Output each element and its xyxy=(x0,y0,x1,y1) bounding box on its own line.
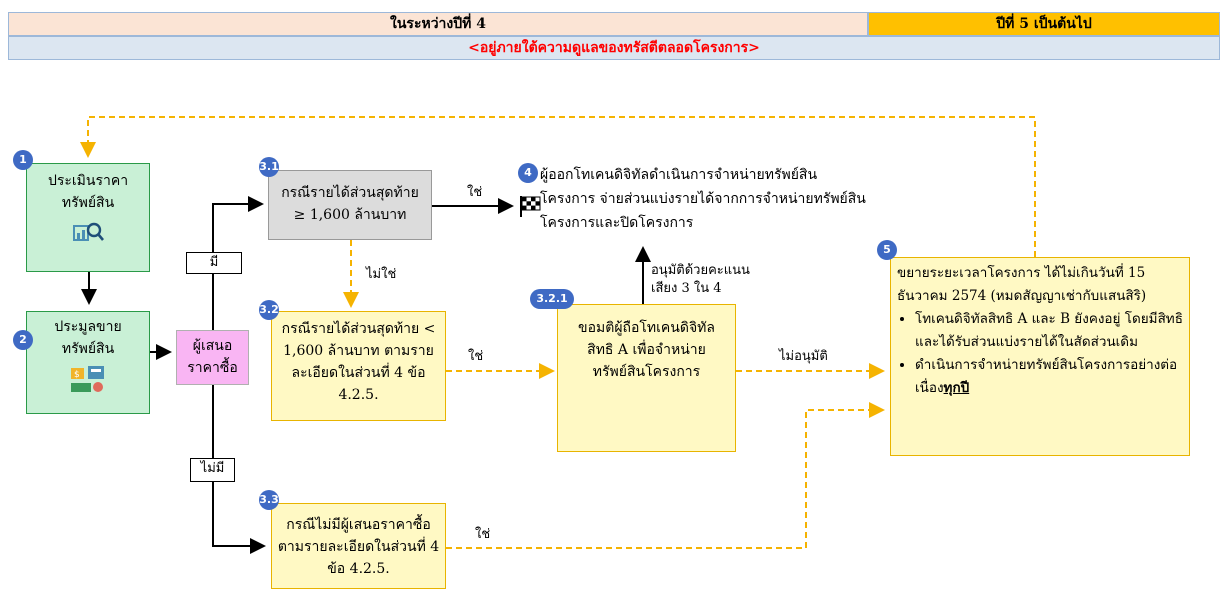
arrow-5-to-1 xyxy=(80,116,1036,257)
header-year4: ในระหว่างปีที่ 4 xyxy=(8,12,868,36)
node-3-2-income-low: กรณีรายได้ส่วนสุดท้าย < 1,600 ล้านบาท ตา… xyxy=(271,311,446,421)
badge-3-2-1: 3.2.1 xyxy=(530,289,574,309)
badge-3-3: 3.3 xyxy=(259,490,279,510)
arrow-bidder-to-33 xyxy=(212,385,266,554)
node-5-bullet-2: ดำเนินการจำหน่ายทรัพย์สินโครงการอย่างต่อ… xyxy=(915,354,1183,400)
node-3-2-text: กรณีรายได้ส่วนสุดท้าย < 1,600 ล้านบาท ตา… xyxy=(281,321,436,403)
trustee-note: <อยู่ภายใต้ความดูแลของทรัสตีตลอดโครงการ> xyxy=(8,36,1220,60)
node-3-2-1-vote: ขอมติผู้ถือโทเคนดิจิทัลสิทธิ A เพื่อจำหน… xyxy=(557,304,736,452)
label-approve: อนุมัติด้วยคะแนนเสียง 3 ใน 4 xyxy=(651,263,750,296)
label-yes-3-2: ใช่ xyxy=(468,349,484,364)
node-3-2-1-text: ขอมติผู้ถือโทเคนดิจิทัลสิทธิ A เพื่อจำหน… xyxy=(578,320,715,380)
checkered-flag-icon xyxy=(520,196,541,217)
node-1-appraise: ประเมินราคาทรัพย์สิน xyxy=(26,163,150,272)
badge-1: 1 xyxy=(13,150,33,170)
auction-icon: $ xyxy=(71,366,104,392)
label-disapprove: ไม่อนุมัติ xyxy=(779,349,828,364)
node-1-text: ประเมินราคาทรัพย์สิน xyxy=(47,173,129,211)
node-5-intro: ขยายระยะเวลาโครงการ ได้ไม่เกินวันที่ 15 … xyxy=(897,265,1147,304)
badge-5: 5 xyxy=(877,240,897,260)
bidder-text: ผู้เสนอราคาซื้อ xyxy=(187,338,238,376)
badge-3-1: 3.1 xyxy=(259,157,279,177)
label-no-bidder: ไม่มี xyxy=(190,458,235,482)
node-3-3-no-bidder: กรณีไม่มีผู้เสนอราคาซื้อ ตามรายละเอียดใน… xyxy=(271,503,446,589)
node-5-bullet-2-text: ดำเนินการจำหน่ายทรัพย์สินโครงการอย่างต่อ… xyxy=(915,357,1178,396)
badge-4: 4 xyxy=(518,163,538,183)
arrow-33-to-5 xyxy=(446,402,885,549)
node-4-sell-and-close: ผู้ออกโทเคนดิจิทัลดำเนินการจำหน่ายทรัพย์… xyxy=(540,167,866,231)
magnifier-chart-icon xyxy=(73,222,104,241)
bidder-box: ผู้เสนอราคาซื้อ xyxy=(176,330,249,385)
node-2-auction: ประมูลขายทรัพย์สิน $ xyxy=(26,311,150,414)
node-3-1-text: กรณีรายได้ส่วนสุดท้าย ≥ 1,600 ล้านบาท xyxy=(281,185,419,223)
label-has-bidder: มี xyxy=(186,252,242,274)
node-5-bullet-2-emph: ทุกปี xyxy=(943,380,970,396)
label-yes-3-3: ใช่ xyxy=(475,527,491,542)
header-year5: ปีที่ 5 เป็นต้นไป xyxy=(868,12,1220,36)
arrow-bidder-to-31 xyxy=(212,196,264,330)
node-5-extend: ขยายระยะเวลาโครงการ ได้ไม่เกินวันที่ 15 … xyxy=(890,257,1190,456)
node-5-bullet-1: โทเคนดิจิทัลสิทธิ A และ B ยังคงอยู่ โดยม… xyxy=(915,308,1183,354)
label-yes-3-1: ใช่ xyxy=(467,185,483,200)
badge-2: 2 xyxy=(13,330,33,350)
label-no-3-1: ไม่ใช่ xyxy=(366,267,397,282)
node-3-1-income-high: กรณีรายได้ส่วนสุดท้าย ≥ 1,600 ล้านบาท xyxy=(268,170,432,240)
node-3-3-text: กรณีไม่มีผู้เสนอราคาซื้อ ตามรายละเอียดใน… xyxy=(277,517,440,577)
node-2-text: ประมูลขายทรัพย์สิน xyxy=(54,319,122,357)
svg-text:$: $ xyxy=(74,370,80,380)
badge-3-2: 3.2 xyxy=(259,300,279,320)
